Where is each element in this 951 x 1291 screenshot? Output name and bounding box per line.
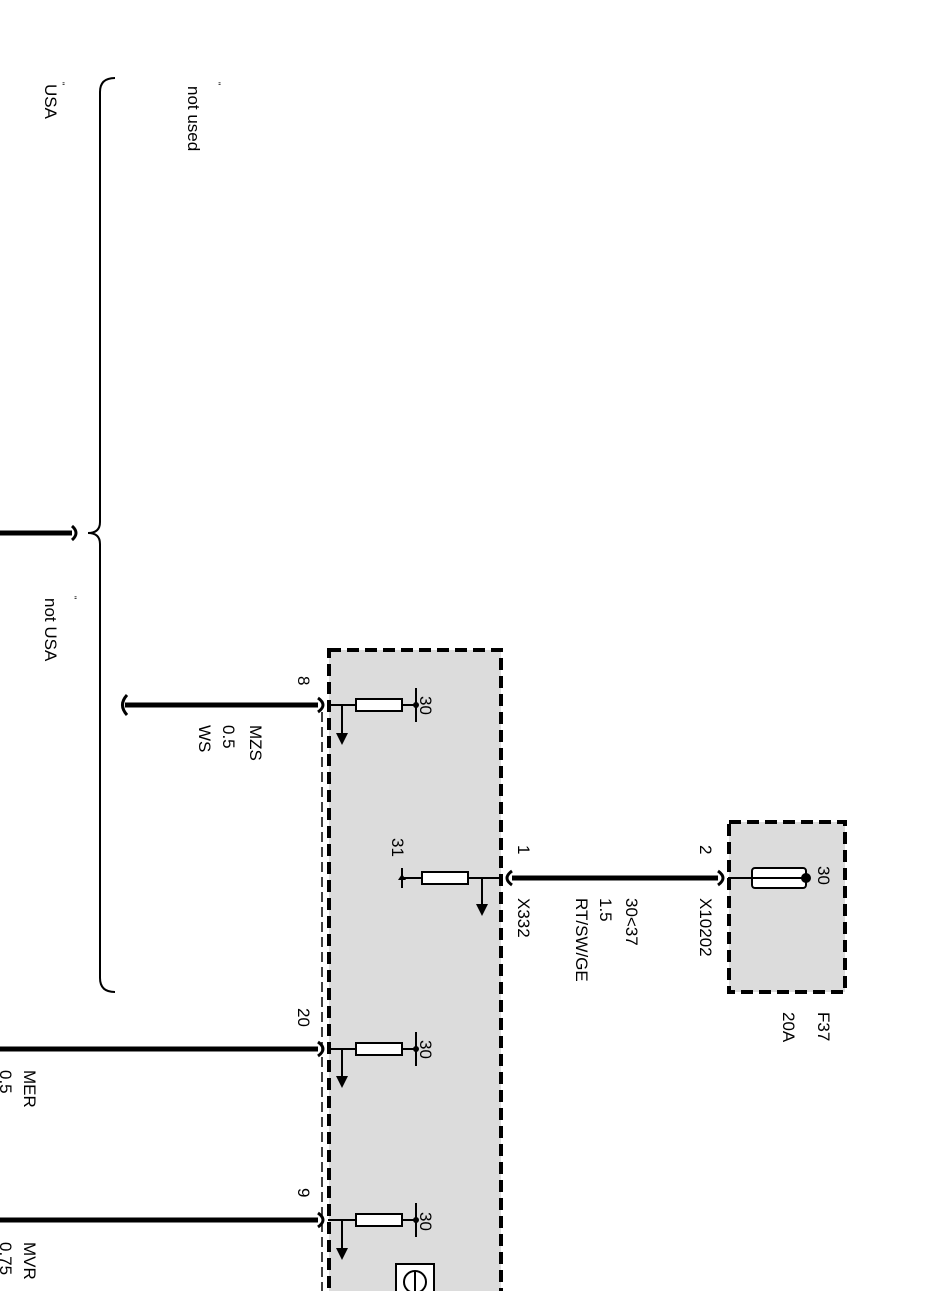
label-mer-size: 0.5 [0, 1070, 15, 1094]
label-feed-signal: 30<37 [622, 898, 641, 946]
label-feed-size: 1.5 [596, 898, 615, 922]
label-not-used: not used [184, 86, 203, 151]
internal-resistor-31 [398, 868, 500, 916]
label-feed-color: RT/SW/GE [572, 898, 591, 982]
label-mvr-size: 0.75 [0, 1242, 15, 1275]
label-pin-8: 8 [294, 676, 313, 685]
connector-pin-8 [317, 696, 325, 714]
label-term30-pin8: 30 [416, 696, 435, 715]
label-mzs-name: MZS [246, 725, 265, 761]
control-unit-box [327, 648, 503, 1291]
option-wire-end [70, 524, 78, 542]
label-mzs-color: WS [195, 725, 214, 752]
connector-pin-1 [505, 869, 513, 887]
internal-resistor-9 [328, 1203, 419, 1260]
label-pin-9: 9 [294, 1188, 313, 1197]
module-symbol-icon [395, 1263, 435, 1291]
label-fuse-rating: 20A [779, 1012, 798, 1043]
label-pin-2: 2 [696, 845, 715, 854]
label-x332: X332 [514, 898, 533, 938]
option-brace [87, 77, 116, 993]
connector-pin-20 [317, 1040, 325, 1058]
internal-resistor-20 [328, 1032, 419, 1088]
wire-mzs-end [121, 693, 129, 717]
label-x10202: X10202 [696, 898, 715, 957]
label-term30-pin9: 30 [416, 1212, 435, 1231]
connector-pin-9 [317, 1211, 325, 1229]
label-fuse-name: F37 [814, 1012, 833, 1041]
label-mzs-size: 0.5 [219, 725, 238, 749]
label-not-usa-marker: " [68, 596, 78, 599]
label-pin-1: 1 [514, 845, 533, 854]
label-usa-marker: " [56, 82, 66, 85]
label-usa: USA [41, 84, 60, 120]
connector-pin-2 [717, 869, 725, 887]
label-term31: 31 [388, 838, 407, 857]
label-not-usa: not USA [41, 598, 60, 662]
label-mer-name: MER [20, 1070, 39, 1108]
fuse-f37-icon [728, 867, 811, 889]
label-pin-20: 20 [294, 1008, 313, 1027]
fuse-box [727, 820, 847, 994]
label-term30-pin20: 30 [416, 1040, 435, 1059]
label-not-used-marker: " [212, 82, 222, 85]
label-mvr-name: MVR [20, 1242, 39, 1280]
label-term30-fuse: 30 [814, 866, 833, 885]
internal-resistor-8 [328, 688, 419, 745]
